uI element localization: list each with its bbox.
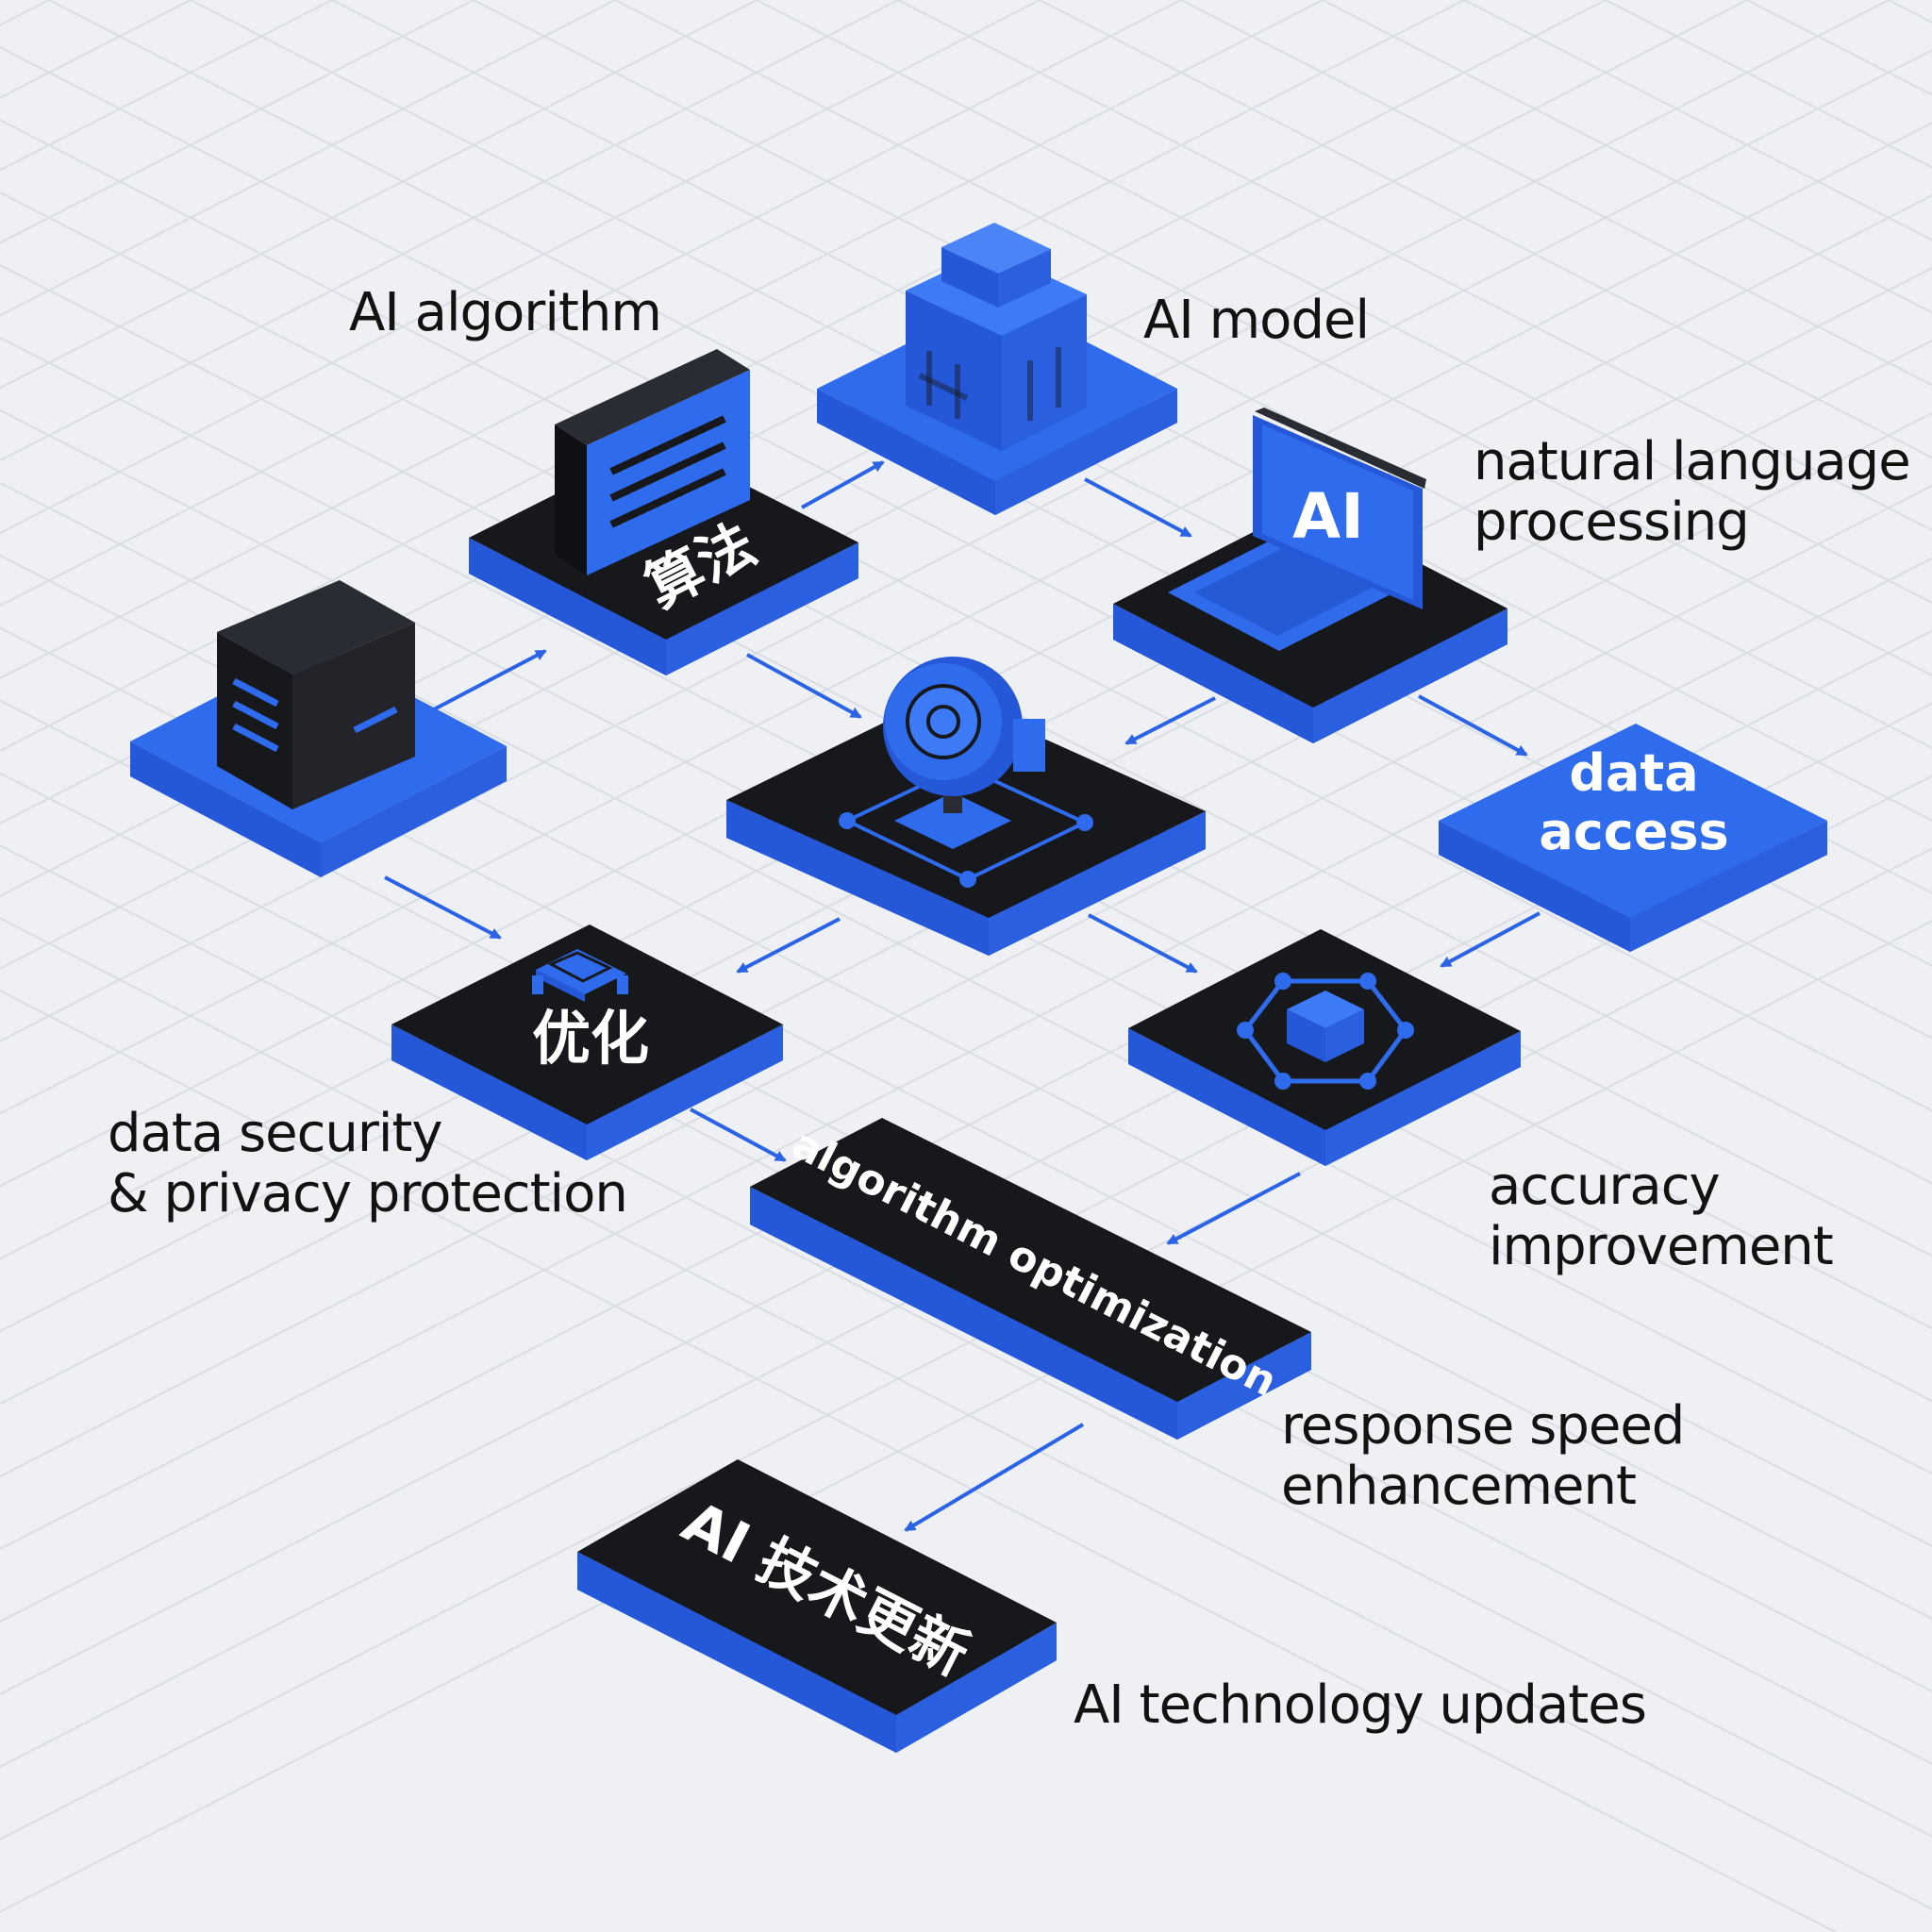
server-icon [217,580,415,809]
grid-line [0,0,1748,897]
optimize-tile-label: 优化 [532,1004,649,1073]
grid-line [0,0,1890,970]
data-access-line-1: data [1569,743,1698,803]
arrow-center-to-accuracy [1088,913,1198,974]
document-icon [555,349,750,575]
grid-line [0,0,758,390]
arrows [384,460,1541,1532]
arrow-algorithm-optimization-to-updates [904,1423,1085,1532]
grid-line [48,0,1932,967]
arrow-algorithm-to-center [746,653,862,719]
updates-tile: AI 技术更新 [577,1459,1057,1753]
grid-line [0,0,1041,535]
robot-sphere-icon [839,657,1093,888]
grid-line [614,0,1932,677]
laptop-screen-text: AI [1292,480,1364,553]
arrow-data-access-to-accuracy [1440,911,1541,968]
arrow-server-to-optimize [384,875,502,940]
label-response-line-2: enhancement [1281,1456,1637,1517]
building-icon [906,223,1087,451]
grid-line [0,0,899,462]
grid-line [0,0,1324,680]
laptop-icon: AI [1168,408,1426,651]
label-security-line-1: data security [108,1103,443,1164]
label-nlp-line-1: natural language [1474,431,1911,492]
label-nlp-line-2: processing [1474,491,1750,553]
arrow-center-to-optimize [736,917,841,974]
label-ai-algorithm: AI algorithm [349,282,662,343]
grid-line [190,0,1932,894]
arrow-laptop-to-data-access [1418,694,1528,757]
algorithm-tile: 算法 [469,349,858,675]
data-access-tile: data access [1439,724,1827,952]
grid-line [756,0,1932,605]
arrow-laptop-to-center [1124,696,1216,745]
chip-icon [532,949,628,1002]
arrow-accuracy-to-algorithm-optimization [1166,1172,1301,1245]
grid-line [473,0,1932,749]
laptop-tile: AI [1113,408,1507,743]
label-updates: AI technology updates [1074,1674,1647,1736]
algorithm-optimization-tile: algorithm optimization [750,1118,1311,1440]
label-security: data security & privacy protection [108,1103,628,1224]
grid-line [897,0,1932,532]
label-nlp: natural language processing [1474,431,1911,553]
center-tile [726,657,1206,956]
model-tile [817,223,1177,515]
label-response-line-1: response speed [1281,1395,1685,1457]
grid-line [0,990,1837,1932]
label-accuracy: accuracy improvement [1489,1156,1834,1277]
label-response: response speed enhancement [1281,1395,1685,1517]
arrow-optimize-to-algorithm-optimization [690,1108,787,1162]
arrow-server-to-algorithm [433,649,547,711]
optimize-tile: 优化 [391,924,783,1160]
grid-line [1180,0,1932,387]
grid-line [1039,0,1932,459]
data-access-line-2: access [1539,802,1728,861]
grid-line [0,0,1465,753]
server-tile [130,580,507,877]
grid-line [0,0,1182,608]
accuracy-tile [1128,929,1521,1166]
arrow-algorithm-to-model [801,460,885,509]
arrow-model-to-laptop [1084,477,1192,538]
label-accuracy-line-2: improvement [1489,1216,1834,1277]
label-security-line-2: & privacy protection [108,1163,628,1224]
cube-network-icon [1237,973,1414,1090]
label-ai-model: AI model [1143,290,1370,351]
label-accuracy-line-1: accuracy [1489,1156,1721,1217]
